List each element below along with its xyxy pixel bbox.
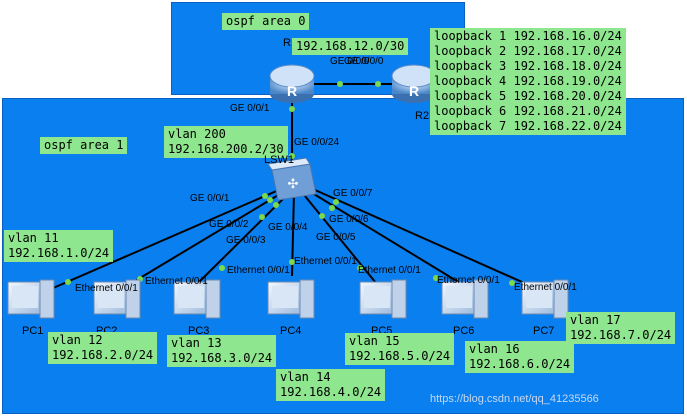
r2-loopbacks-label: loopback 1 192.168.16.0/24 loopback 2 19… (430, 28, 626, 135)
pc1-vlan-label: vlan 11 192.168.1.0/24 (4, 230, 114, 262)
pc-icon[interactable] (359, 279, 407, 319)
switch-lsw1-icon[interactable]: ✣ (267, 157, 317, 201)
link-lsw1-pc2 (119, 187, 291, 291)
pc-icon[interactable] (441, 279, 489, 319)
pc-icon[interactable] (93, 279, 141, 319)
pc3-port: Ethernet 0/0/1 (227, 265, 290, 276)
pc1-name: PC1 (22, 325, 44, 337)
pc1-port: Ethernet 0/0/1 (75, 283, 138, 294)
lsw1-name: LSW1 (264, 154, 294, 166)
lsw1-uplink-port: GE 0/0/24 (294, 137, 340, 148)
link-dot (289, 259, 295, 265)
area0-label: ospf area 0 (222, 13, 310, 30)
watermark: https://blog.csdn.net/qq_41235566 (430, 393, 599, 405)
link-dot (433, 275, 439, 281)
pc6-port: Ethernet 0/0/1 (437, 275, 500, 286)
pc-icon[interactable] (173, 279, 221, 319)
svg-text:R: R (287, 83, 297, 99)
pc-icon[interactable] (7, 279, 55, 319)
area1-label: ospf area 1 (40, 137, 128, 154)
pc3-name: PC3 (188, 325, 210, 337)
router-r1-icon[interactable]: R (269, 64, 315, 103)
link-dot (333, 199, 339, 205)
r2-port-left: GE 0/0/0 (344, 56, 384, 67)
pc7-name: PC7 (533, 325, 555, 337)
lsw1-port-7: GE 0/0/7 (333, 188, 373, 199)
lsw1-port-1: GE 0/0/1 (190, 193, 230, 204)
link-dot (289, 153, 295, 159)
svg-text:R: R (409, 83, 419, 99)
pc7-vlan-label: vlan 17 192.168.7.0/24 (566, 312, 676, 344)
link-lsw1-pc1 (43, 185, 289, 293)
link-dot (65, 279, 71, 285)
link-dot (273, 202, 279, 208)
pc-icon[interactable] (267, 279, 315, 319)
pc2-vlan-label: vlan 12 192.168.2.0/24 (48, 332, 158, 364)
pc6-vlan-label: vlan 16 192.168.6.0/24 (465, 341, 575, 373)
r2-name: R2 (415, 110, 430, 122)
link-dot (509, 280, 515, 286)
pc6-name: PC6 (453, 325, 475, 337)
pc4-port: Ethernet 0/0/1 (294, 256, 357, 267)
link-dot (267, 197, 273, 203)
link-dot (262, 193, 268, 199)
r1-port-down: GE 0/0/1 (230, 103, 270, 114)
r1-r2-subnet-label: 192.168.12.0/30 (292, 38, 409, 55)
pc7-port: Ethernet 0/0/1 (514, 282, 577, 293)
pc-icon[interactable] (521, 279, 569, 319)
link-dot (289, 106, 295, 112)
pc2-port: Ethernet 0/0/1 (145, 276, 208, 287)
link-dot (337, 81, 343, 87)
lsw1-port-2: GE 0/0/2 (209, 219, 249, 230)
link-dot (219, 265, 225, 271)
link-dot (329, 205, 335, 211)
svg-text:✣: ✣ (288, 177, 299, 192)
r1-port-right: GE 0/0/0 (330, 56, 370, 67)
pc5-vlan-label: vlan 15 192.168.5.0/24 (345, 333, 455, 365)
lsw1-uplink-label: vlan 200 192.168.200.2/30 (164, 126, 288, 158)
pc4-vlan-label: vlan 14 192.168.4.0/24 (276, 369, 386, 401)
lsw1-port-5: GE 0/0/5 (316, 232, 356, 243)
lsw1-port-3: GE 0/0/3 (226, 235, 266, 246)
link-dot (319, 213, 325, 219)
lsw1-port-4: GE 0/0/4 (268, 222, 308, 233)
pc4-name: PC4 (280, 325, 302, 337)
link-dot (357, 265, 363, 271)
pc3-vlan-label: vlan 13 192.168.3.0/24 (167, 335, 277, 367)
link-lsw1-pc5 (299, 189, 377, 284)
link-lsw1-pc6 (303, 187, 461, 284)
link-dot (259, 214, 265, 220)
link-dot (375, 81, 381, 87)
router-r2-icon[interactable]: R (391, 64, 437, 103)
link-lsw1-pc7 (305, 185, 541, 291)
pc5-port: Ethernet 0/0/1 (358, 265, 421, 276)
lsw1-port-6: GE 0/0/6 (329, 214, 369, 225)
